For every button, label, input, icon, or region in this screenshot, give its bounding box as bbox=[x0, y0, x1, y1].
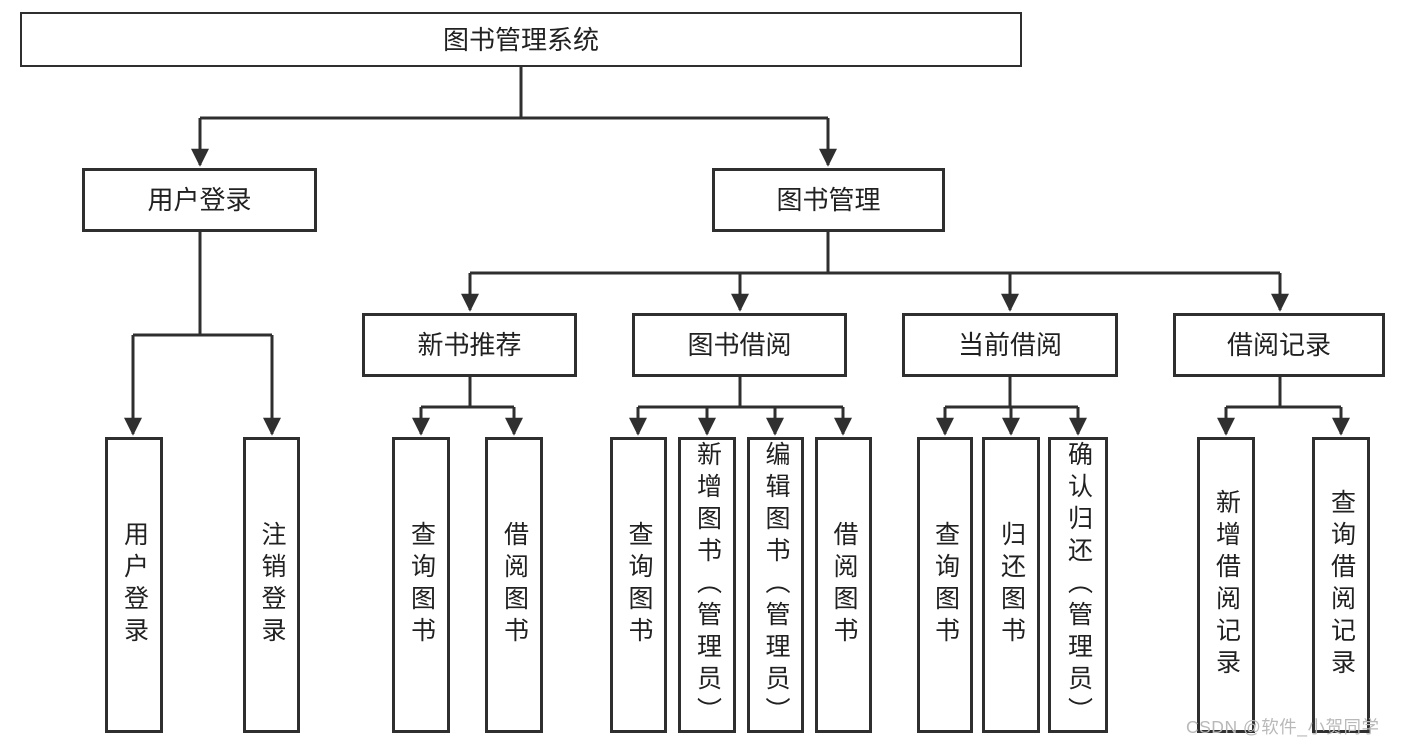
node-bb-borrow-books: 借阅图书 bbox=[815, 437, 872, 733]
node-borrowing-records: 借阅记录 bbox=[1173, 313, 1385, 377]
node-br-add-record: 新增借阅记录 bbox=[1197, 437, 1255, 733]
node-user-login-leaf: 用户登录 bbox=[105, 437, 163, 733]
node-bb-edit-books-admin: 编辑图书（管理员） bbox=[747, 437, 804, 733]
node-br-query-record: 查询借阅记录 bbox=[1312, 437, 1370, 733]
node-bb-add-books-admin: 新增图书（管理员） bbox=[678, 437, 736, 733]
node-bb-query-books: 查询图书 bbox=[610, 437, 667, 733]
node-book-management: 图书管理 bbox=[712, 168, 945, 232]
node-current-borrowing: 当前借阅 bbox=[902, 313, 1118, 377]
node-nbr-query-books: 查询图书 bbox=[392, 437, 450, 733]
node-cb-confirm-return-admin: 确认归还（管理员） bbox=[1048, 437, 1108, 733]
node-logout-leaf: 注销登录 bbox=[243, 437, 300, 733]
node-cb-return-books: 归还图书 bbox=[982, 437, 1040, 733]
csdn-watermark: CSDN @软件_小贺同学 bbox=[1186, 717, 1380, 737]
node-book-borrowing: 图书借阅 bbox=[632, 313, 847, 377]
node-cb-query-books: 查询图书 bbox=[917, 437, 973, 733]
node-user-login-branch: 用户登录 bbox=[82, 168, 317, 232]
node-root: 图书管理系统 bbox=[20, 12, 1022, 67]
node-new-book-recommend: 新书推荐 bbox=[362, 313, 577, 377]
node-nbr-borrow-books: 借阅图书 bbox=[485, 437, 543, 733]
